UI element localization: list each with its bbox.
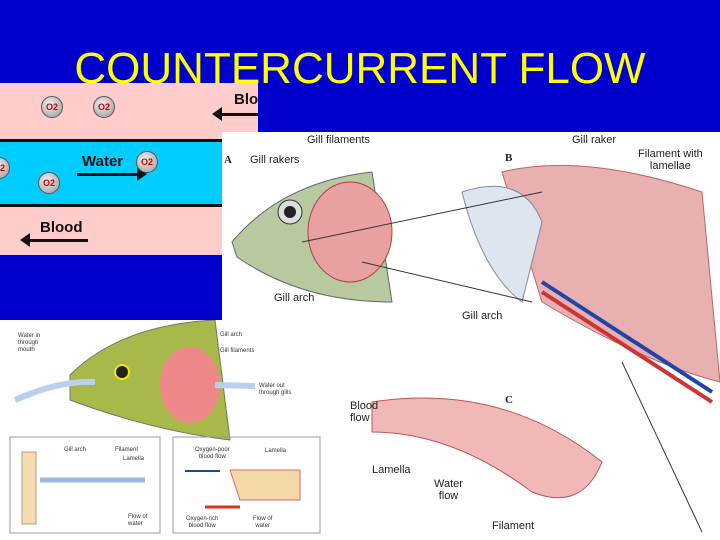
fish-gill-diagram: Water in through mouth Gill arch Gill fi… — [0, 320, 330, 540]
filament-label: Filament — [492, 520, 535, 532]
oxygen-poor-label: Oxygen-poor blood flow — [195, 447, 230, 460]
lamella-label: Lamella — [372, 464, 411, 476]
panel-b-label: B — [505, 152, 513, 164]
gill-arch-label: Gill arch — [462, 310, 503, 322]
blood-flow-label: Blood flow — [350, 400, 379, 424]
water-flow-label: Water flow — [434, 478, 463, 502]
oxygen-rich-label: Oxygen-rich blood flow — [186, 516, 219, 529]
oxygen-molecule: O2 — [38, 172, 60, 194]
gill-raker-label: Gill raker — [572, 134, 617, 146]
panel-a-label: A — [224, 154, 232, 166]
inset-flow-of-water-label: Flow of water — [128, 514, 148, 527]
countercurrent-flow-diagram: Blood Water Blood O2 O2 O2 O2 O2 — [0, 83, 258, 255]
water-label: Water — [82, 153, 124, 170]
panel-c-label: C — [505, 394, 513, 406]
arrow-left-icon — [212, 107, 258, 121]
gill-arch-label: Gill arch — [274, 292, 315, 304]
inset-filament-label: Filament — [115, 447, 139, 453]
arrow-left-icon — [20, 233, 88, 247]
inset-lamella-label: Lamella — [123, 456, 145, 462]
oxygen-molecule: O2 — [41, 96, 63, 118]
fish-illustration — [9, 320, 321, 534]
inset-gill-arch-label: Gill arch — [64, 447, 87, 453]
oxygen-molecule: O2 — [136, 151, 158, 173]
water-out-label: Water out through gills — [259, 383, 292, 396]
blood-label-bottom: Blood — [40, 219, 83, 236]
filament-with-lamellae-label: Filament with lamellae — [638, 148, 703, 172]
gill-arch-label: Gill arch — [220, 332, 243, 338]
water-in-label: Water in through mouth — [18, 333, 41, 353]
gill-illustration — [231, 164, 720, 533]
blood-label-top: Blood — [234, 91, 258, 108]
gill-filaments-label: Gill filaments — [307, 134, 370, 146]
gill-rakers-label: Gill rakers — [250, 154, 300, 166]
gill-filaments-label: Gill filaments — [220, 348, 255, 354]
arrow-right-icon — [77, 167, 147, 181]
lamella-label: Lamella — [265, 448, 287, 454]
flow-of-water-label: Flow of water — [253, 516, 273, 529]
oxygen-molecule: O2 — [93, 96, 115, 118]
